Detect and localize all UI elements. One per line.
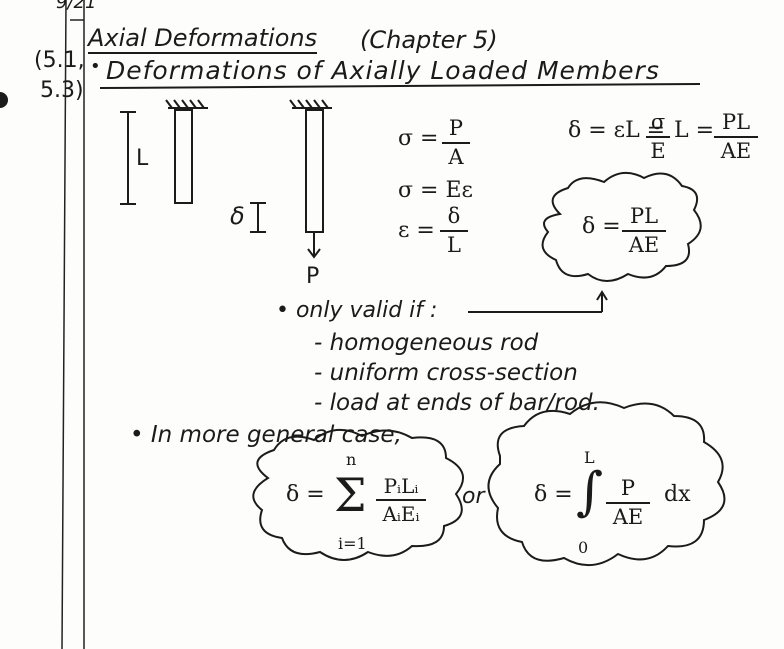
conditions-intro: • only valid if : (276, 298, 438, 323)
length-dimension (120, 111, 136, 205)
boxed-formula-fraction: PL AE (622, 206, 666, 256)
condition-item: - load at ends of bar/rod. (314, 390, 600, 416)
subtitle-underline (99, 83, 701, 89)
integral-denominator: AE (612, 505, 644, 529)
delta-pl-fraction: PL AE (714, 112, 758, 162)
load-label: P (306, 264, 320, 289)
sum-lhs: δ = (286, 482, 325, 507)
stress-denominator: A (448, 145, 464, 169)
strain-denominator: L (447, 233, 461, 257)
integral-upper-limit: L (584, 448, 595, 467)
elongation-dimension (250, 202, 266, 233)
section-ref-b: 5.3) (40, 78, 84, 103)
page-date: 9/21 (56, 0, 97, 13)
sum-upper-limit: n (346, 450, 357, 469)
fraction-bar (440, 230, 468, 232)
strain-fraction: δ L (440, 206, 468, 256)
length-label: L (136, 146, 149, 171)
integral-numerator: P (620, 476, 636, 500)
loaded-rod (289, 99, 332, 259)
hookes-law: σ = Eε (398, 178, 473, 203)
delta-label: δ (230, 202, 245, 230)
condition-arrow (468, 290, 608, 313)
bullet-icon: • (90, 56, 101, 77)
summation-symbol: Σ (334, 468, 367, 522)
delta-derivation-mid: L = (674, 118, 715, 143)
binder-hole (0, 92, 8, 108)
strain-lhs: ε = (398, 218, 435, 243)
fraction-bar (622, 230, 666, 232)
boxed-denominator: AE (628, 233, 660, 257)
fraction-bar (606, 502, 650, 504)
general-case-intro: • In more general case, (130, 422, 402, 448)
fraction-bar (714, 136, 758, 138)
unloaded-rod (165, 99, 208, 204)
fraction-bar (646, 136, 670, 138)
strain-numerator: δ (447, 204, 461, 228)
boxed-numerator: PL (629, 204, 659, 228)
integral-cloud (487, 401, 726, 566)
page-title: Axial Deformations (88, 24, 318, 54)
or-text: or (462, 484, 485, 509)
chapter-label: (Chapter 5) (360, 26, 498, 54)
stress-lhs: σ = (398, 126, 439, 151)
delta-pl-denominator: AE (720, 139, 752, 163)
stress-fraction: P A (442, 118, 470, 168)
boxed-formula-lhs: δ = (582, 214, 621, 239)
sum-lower-limit: i=1 (338, 534, 367, 553)
section-ref-a: (5.1, (34, 48, 85, 73)
delta-sigma-numerator: σ (650, 110, 666, 134)
integral-lower-limit: 0 (578, 538, 589, 557)
integral-lhs: δ = (534, 482, 573, 507)
section-subtitle: Deformations of Axially Loaded Members (106, 56, 660, 85)
delta-sigma-fraction: σ E (646, 112, 670, 162)
fraction-bar (376, 499, 426, 501)
sum-denominator: AᵢEᵢ (382, 502, 420, 526)
integral-differential: dx (664, 482, 691, 507)
delta-pl-numerator: PL (721, 110, 751, 134)
delta-sigma-denominator: E (650, 139, 666, 163)
delta-derivation-lhs: δ = εL = (568, 118, 666, 143)
fraction-bar (442, 142, 470, 144)
sum-fraction: PᵢLᵢ AᵢEᵢ (376, 476, 426, 524)
sum-numerator: PᵢLᵢ (383, 474, 419, 498)
formula-cloud (541, 171, 702, 282)
stress-numerator: P (448, 116, 464, 140)
condition-item: - homogeneous rod (314, 330, 539, 356)
integral-symbol: ∫ (576, 462, 604, 522)
margin-line-left (61, 0, 67, 649)
summation-cloud (252, 429, 465, 561)
integral-fraction: P AE (606, 478, 650, 528)
condition-item: - uniform cross-section (314, 360, 578, 386)
